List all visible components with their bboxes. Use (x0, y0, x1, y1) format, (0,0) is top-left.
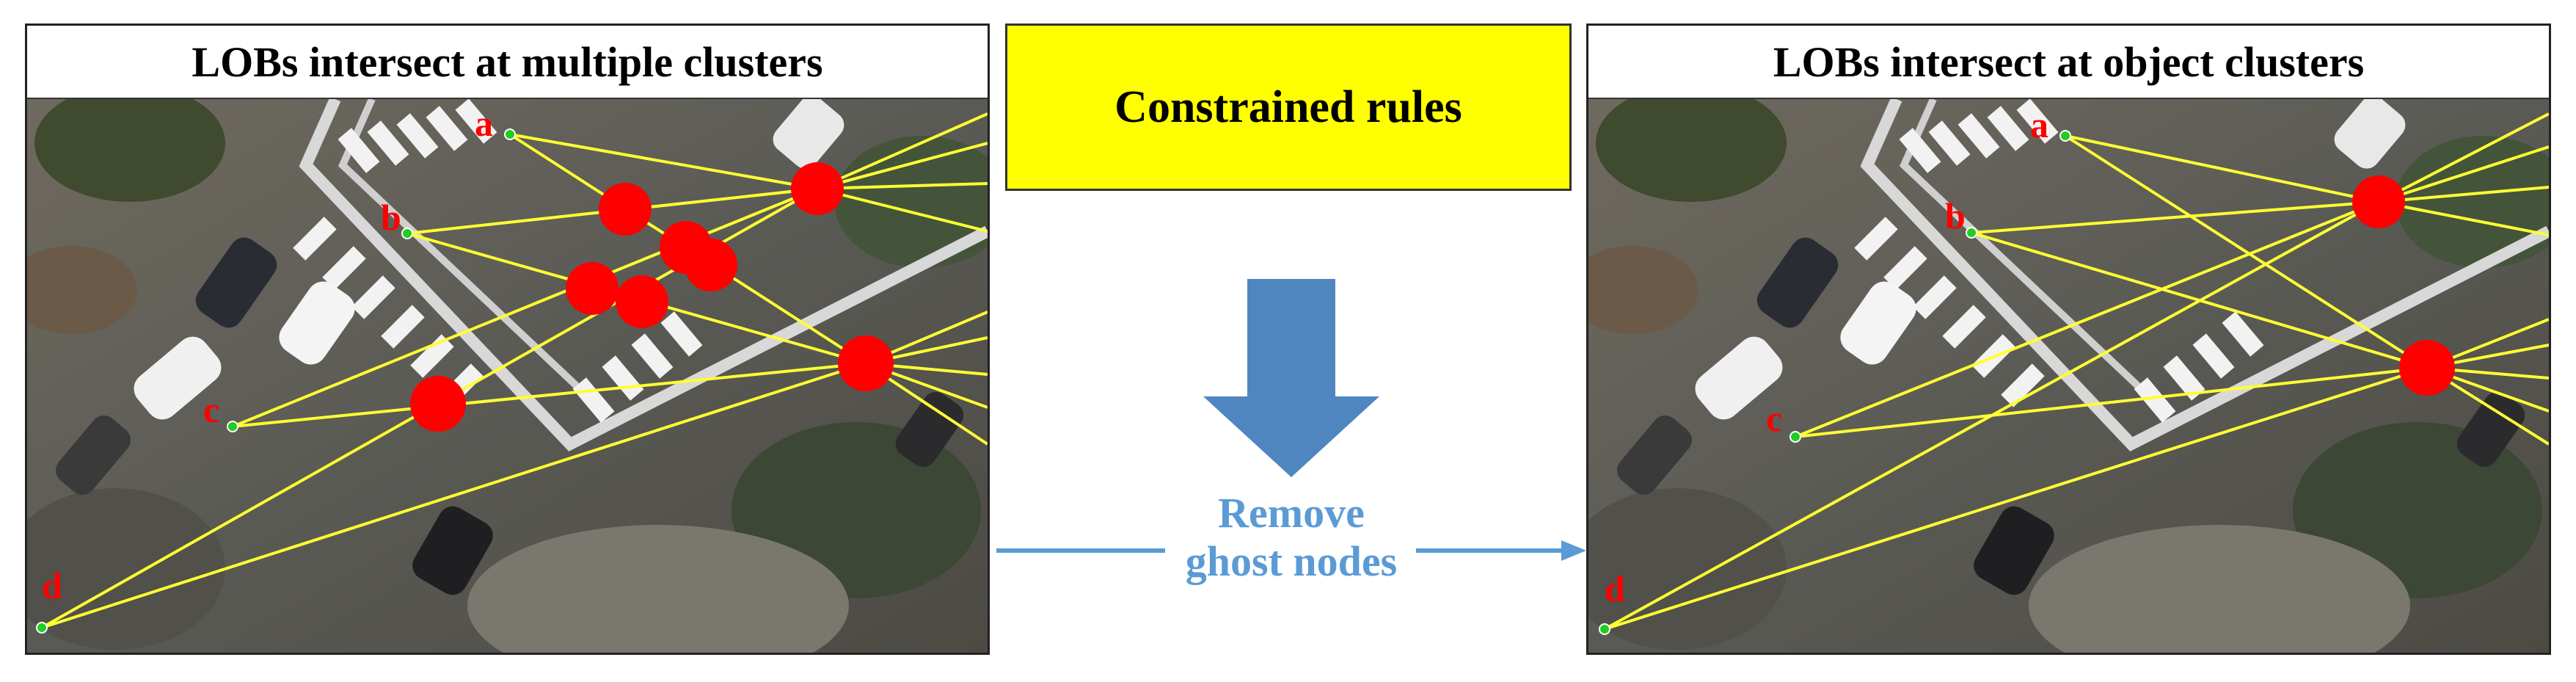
sensor-label-a: a (475, 103, 493, 144)
object-node (2352, 175, 2405, 228)
plaza-area (467, 525, 849, 653)
plaza-area (2029, 525, 2410, 653)
object-node (838, 335, 894, 391)
sensor-c (1789, 431, 1801, 443)
dirt-patch (27, 246, 137, 334)
car-dark (1617, 415, 1692, 496)
car-dark (1974, 506, 2054, 595)
car-dark (195, 237, 277, 328)
crosswalk (293, 99, 703, 423)
left-aerial-scene: a b c d (27, 99, 988, 653)
sensor-label-c: c (1766, 398, 1782, 439)
car-white (279, 281, 355, 365)
road-curb (1899, 99, 2164, 410)
lob-lines (1604, 112, 2549, 631)
road-curb (337, 99, 602, 410)
car-dark (1756, 237, 1839, 328)
right-panel: LOBs intersect at object clusters (1586, 23, 2551, 655)
remove-label-line1: Remove (1218, 489, 1365, 537)
ghost-node (616, 275, 668, 328)
car-white (2334, 99, 2406, 169)
sensor-d (1599, 623, 1610, 635)
tree-patch (1596, 99, 1787, 202)
sensor-b (401, 228, 413, 239)
left-panel-title: LOBs intersect at multiple clusters (27, 26, 988, 99)
tree-patch (2396, 136, 2549, 268)
constrained-rules-box: Constrained rules (1005, 23, 1572, 191)
road-outline (1860, 99, 2549, 451)
crosswalk (1854, 99, 2264, 423)
car-dark (895, 391, 964, 468)
car-white (134, 336, 222, 420)
sensor-label-d: d (1605, 568, 1625, 609)
remove-label-line2: ghost nodes (1185, 537, 1398, 585)
ghost-node (599, 183, 652, 236)
sensor-label-a: a (2030, 104, 2048, 145)
line-to-text (996, 548, 1165, 553)
tree-patch (34, 99, 225, 202)
object-node (2399, 340, 2455, 396)
ghost-node (410, 376, 466, 432)
intersection-nodes (2352, 175, 2455, 396)
sensors (36, 128, 516, 634)
car-white (1695, 336, 1783, 420)
car-dark (56, 415, 131, 496)
sensors (1599, 130, 2071, 635)
car-white (773, 99, 844, 169)
object-node (791, 162, 844, 215)
down-arrow-icon (1203, 279, 1379, 477)
sensor-c (227, 421, 238, 432)
sensor-label-c: c (203, 389, 219, 430)
ghost-node (685, 239, 737, 291)
right-panel-title: LOBs intersect at object clusters (1588, 26, 2549, 99)
intersection-nodes (410, 162, 894, 432)
sensor-label-b: b (381, 197, 401, 238)
remove-ghost-nodes-label: Remove ghost nodes (1152, 489, 1431, 586)
ghost-node (566, 262, 619, 315)
sensor-label-b: b (1945, 195, 1966, 236)
sensor-label-d: d (42, 565, 62, 606)
sensor-b (1966, 227, 1977, 239)
sensor-a (504, 128, 516, 140)
left-panel: LOBs intersect at multiple clusters (25, 23, 990, 655)
right-aerial-scene: a b c d (1588, 99, 2549, 653)
sensor-a (2059, 130, 2071, 142)
car-white (1840, 281, 1916, 365)
right-arrow-icon (1416, 540, 1586, 561)
car-dark (412, 506, 493, 595)
tree-patch (834, 136, 988, 268)
sensor-d (36, 622, 48, 634)
car-dark (2456, 391, 2525, 468)
dirt-patch (1588, 246, 1699, 334)
